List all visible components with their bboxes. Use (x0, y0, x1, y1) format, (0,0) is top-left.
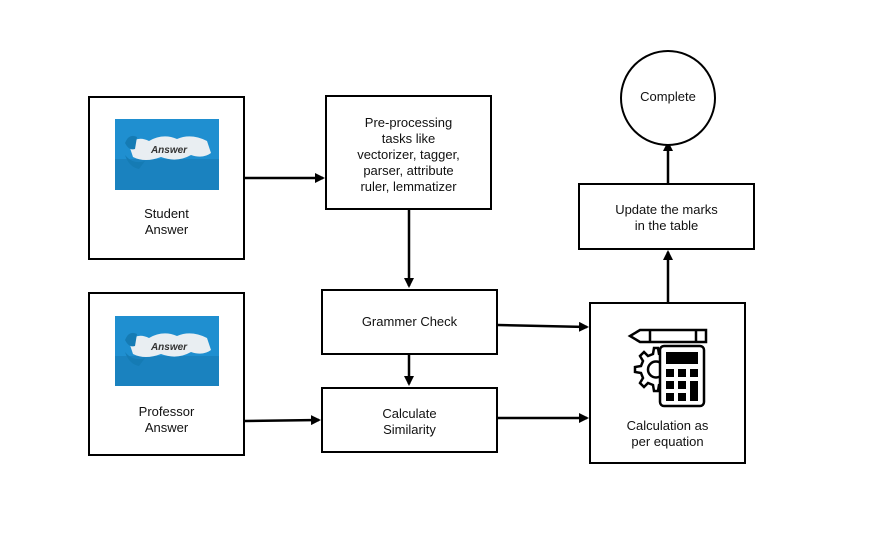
professor-answer-label: Professor Answer (138, 404, 195, 435)
student-answer-box: Answer Student Answer (88, 96, 245, 260)
student-answer-label: Student Answer (144, 206, 189, 237)
arrow-professor-to-similarity (244, 415, 321, 426)
professor-answer-image: Answer (115, 316, 219, 386)
calculate-similarity-label: Calculate Similarity (382, 406, 437, 437)
complete-circle: Complete (620, 50, 716, 146)
arrow-grammar-to-calculation (497, 321, 589, 332)
professor-answer-box: Answer Professor Answer (88, 292, 245, 456)
calculate-similarity-box: Calculate Similarity (321, 387, 498, 453)
preprocessing-label: Pre-processing tasks like vectorizer, ta… (357, 115, 460, 194)
student-answer-image: Answer (115, 119, 219, 190)
update-marks-label: Update the marks in the table (615, 202, 718, 233)
update-marks-box: Update the marks in the table (578, 183, 755, 250)
grammar-check-label: Grammer Check (361, 314, 458, 329)
calculator-gear-pencil-icon (627, 328, 708, 408)
preprocessing-box: Pre-processing tasks like vectorizer, ta… (325, 95, 492, 210)
grammar-check-box: Grammer Check (321, 289, 498, 355)
professor-answer-image-text: Answer (150, 342, 188, 353)
complete-label: Complete (640, 89, 696, 104)
calculation-box: Calculation as per equation (589, 302, 746, 464)
calculation-label: Calculation as per equation (626, 418, 709, 449)
student-answer-image-text: Answer (150, 145, 188, 156)
